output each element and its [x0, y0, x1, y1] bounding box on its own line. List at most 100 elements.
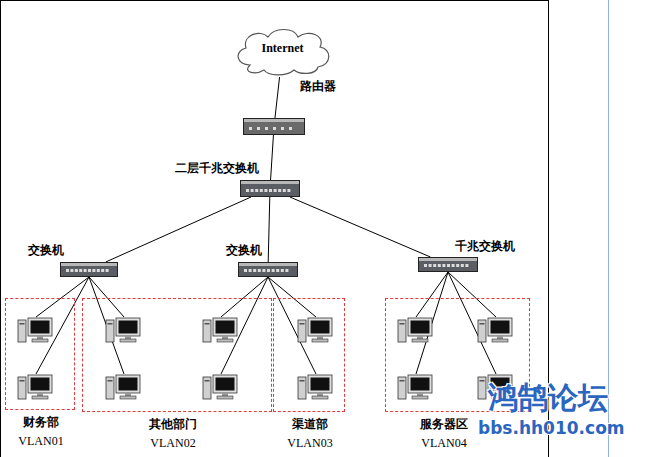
pc-stand — [37, 393, 43, 396]
device-top — [61, 263, 117, 266]
region-label: 渠道部VLAN03 — [286, 416, 334, 451]
pc-cable — [448, 272, 496, 317]
device-port — [278, 189, 281, 192]
device-port — [438, 264, 441, 267]
pc-stand — [417, 336, 423, 339]
pc-tower — [398, 320, 406, 342]
pc-drive — [108, 380, 113, 382]
device-label: 二层千兆交换机 — [175, 160, 259, 177]
device-port — [92, 269, 95, 272]
pc-stand — [222, 393, 228, 396]
pc-tower — [298, 320, 306, 342]
frame-line — [608, 0, 609, 457]
device-port — [461, 264, 464, 267]
pc-monitor — [28, 318, 52, 336]
pc-base — [312, 396, 328, 399]
pc-tower — [18, 377, 26, 399]
pc-drive — [20, 380, 25, 382]
pc-stand — [317, 393, 323, 396]
device-port — [101, 269, 104, 272]
pc-drive — [205, 380, 210, 382]
pc-base — [412, 396, 428, 399]
pc-base — [120, 396, 136, 399]
cloud-label: Internet — [230, 41, 335, 56]
pc-drive — [20, 323, 25, 325]
device-label: 路由器 — [300, 78, 336, 95]
pc-base — [412, 339, 428, 342]
pc-tower — [203, 320, 211, 342]
switch-device: 交换机 — [60, 262, 118, 277]
watermark: 鸿鹄论坛 — [488, 378, 608, 419]
device-port — [246, 189, 249, 192]
pc-icon — [18, 375, 52, 399]
department-name: 服务器区 — [419, 416, 469, 433]
device-port — [253, 269, 256, 272]
switch-icon — [238, 262, 298, 277]
pc-icon — [203, 318, 237, 342]
switch-icon — [60, 262, 118, 277]
network-link — [271, 135, 274, 180]
pc-screen — [491, 321, 510, 334]
device-label: 交换机 — [28, 242, 64, 259]
pc-monitor — [213, 318, 237, 336]
device-port — [257, 127, 260, 130]
device-port — [84, 269, 87, 272]
device-port — [281, 269, 284, 272]
internet-cloud: Internet — [230, 25, 335, 77]
device-port — [287, 189, 290, 192]
region-label: 服务器区VLAN04 — [419, 416, 469, 451]
pc-drive — [108, 323, 113, 325]
pc-cable — [268, 277, 316, 317]
network-link — [268, 197, 270, 262]
device-port — [273, 127, 276, 130]
pc-drive — [400, 323, 405, 325]
frame-line — [0, 0, 1, 457]
device-port — [260, 189, 263, 192]
pc-icon — [106, 375, 140, 399]
pc-screen — [119, 321, 138, 334]
department-name: 渠道部 — [286, 416, 334, 433]
switch-device: 千兆交换机 — [418, 257, 478, 272]
switch-device: 二层千兆交换机 — [240, 180, 300, 197]
pc-tower — [478, 320, 486, 342]
pc-drive — [480, 380, 485, 382]
device-body — [239, 263, 298, 277]
device-port — [262, 269, 265, 272]
device-port — [274, 189, 277, 192]
pc-cable — [416, 272, 448, 317]
pc-monitor — [308, 318, 332, 336]
device-port — [88, 269, 91, 272]
device-port — [424, 264, 427, 267]
region-label: 其他部门 VLAN02 — [148, 416, 198, 451]
vlan-region: 渠道部VLAN03 — [273, 298, 345, 412]
pc-stand — [125, 393, 131, 396]
switch-icon — [418, 257, 478, 272]
pc-base — [312, 339, 328, 342]
pc-stand — [317, 336, 323, 339]
device-port — [272, 269, 275, 272]
device-body — [419, 258, 478, 272]
pc-monitor — [408, 318, 432, 336]
pc-screen — [31, 378, 50, 391]
pc-icon — [478, 318, 512, 342]
department-name: 其他部门 — [148, 416, 198, 433]
pc-screen — [411, 378, 430, 391]
device-port — [447, 264, 450, 267]
device-top — [241, 181, 299, 184]
pc-screen — [119, 378, 138, 391]
device-port — [79, 269, 82, 272]
pc-icon — [18, 318, 52, 342]
switch-device: 交换机 — [238, 262, 298, 277]
vlan-id: VLAN02 — [148, 436, 198, 451]
pc-screen — [311, 378, 330, 391]
pc-screen — [31, 321, 50, 334]
device-body — [241, 181, 300, 197]
pc-stand — [125, 336, 131, 339]
device-port — [276, 269, 279, 272]
device-body — [244, 119, 305, 135]
pc-base — [492, 339, 508, 342]
pc-drive — [300, 323, 305, 325]
pc-monitor — [213, 375, 237, 393]
device-body — [61, 263, 118, 277]
pc-stand — [222, 336, 228, 339]
